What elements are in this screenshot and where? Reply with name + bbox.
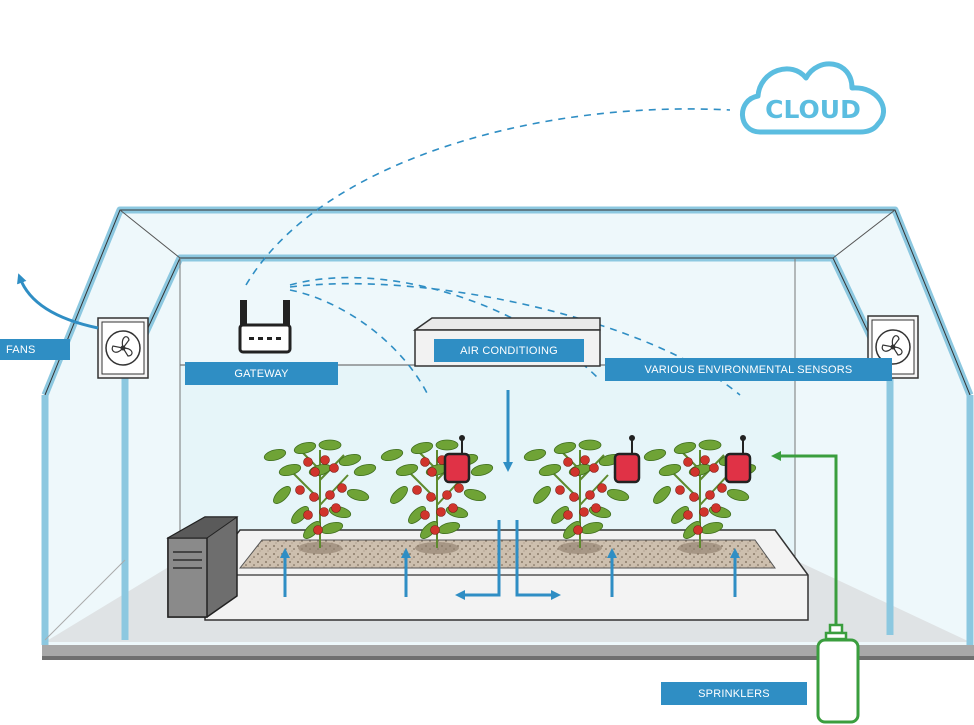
sensor-icon (613, 435, 641, 484)
split-airflow-arrows (455, 520, 561, 600)
cloud-icon: CLOUD (740, 61, 886, 135)
sprinklers-label: SPRINKLERS (661, 682, 807, 705)
sprinkler-tank-icon (816, 623, 860, 724)
fan-icon (867, 315, 919, 379)
planter-bed (204, 529, 809, 621)
exhaust-arrow (17, 273, 99, 330)
cloud-label: CLOUD (765, 95, 861, 124)
fans-label: FANS (0, 339, 70, 360)
fan-icon (97, 317, 149, 379)
soil-airflow-arrows (280, 548, 740, 597)
air-conditioning-label: AIR CONDITIOING (434, 339, 584, 362)
tomato-plant-icon (263, 439, 377, 554)
sprinkler-system (771, 451, 860, 724)
sensors-label: VARIOUS ENVIRONMENTAL SENSORS (605, 358, 892, 381)
computer-tower-icon (166, 516, 239, 618)
router-icon (238, 300, 292, 354)
gateway-label: GATEWAY (185, 362, 338, 385)
sensors (443, 435, 752, 484)
sensor-icon (443, 435, 471, 484)
sensor-icon (724, 435, 752, 484)
